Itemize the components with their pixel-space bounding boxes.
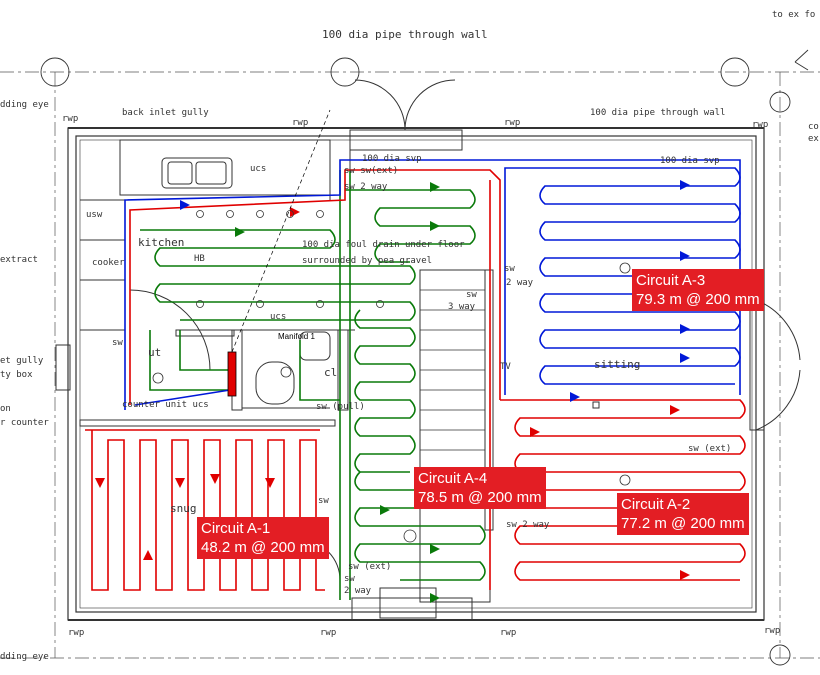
way-mid-label: 2 way [506,278,534,288]
hb-label: HB [194,254,205,264]
foul-drain-label-1: 100 dia foul drain under floor [302,240,465,250]
sw-pull-label: sw (pull) [316,402,365,412]
rwp-label: rwp [500,628,517,638]
return-loops-blue [124,159,741,410]
cl-label: cl [324,366,338,379]
circuit-name: Circuit A-4 [418,470,488,487]
circuit-label-a2: Circuit A-2 77.2 m @ 200 mm [617,493,749,535]
circuit-spec: 78.5 m @ 200 mm [418,489,542,506]
rwp-label: rwp [62,114,79,124]
stair-3way-label: 3 way [448,302,476,312]
ut-label: ut [148,346,162,359]
rwp-label: rwp [292,118,309,128]
rwp-label: rwp [68,628,85,638]
pipe-top-label: 100 dia pipe through wall [322,28,488,41]
rwp-label: rwp [504,118,521,128]
on-label: on [0,404,11,414]
sw-snug-label: sw [318,496,329,506]
fixture-circles [152,210,631,543]
sitting-label: sitting [594,358,641,371]
counter-unit-label: counter unit ucs [122,400,209,410]
ucs-ut-label: ucs [270,312,287,322]
to-ex-label: to ex fo [772,10,816,20]
rwp-label: rwp [752,120,769,130]
inspection-circles [40,49,809,666]
counter-left-label: r counter [0,418,49,428]
sw-2way-bottom-label: sw 2 way [506,520,550,530]
sw-ut-label: sw [112,338,123,348]
back-inlet-gully-label: back inlet gully [122,108,209,118]
stair-treads [420,289,485,471]
pipe-right-label: 100 dia pipe through wall [590,108,726,118]
arrows [95,180,690,603]
manifold [227,109,331,397]
flow-loops-red [85,169,746,591]
circuit-spec: 77.2 m @ 200 mm [621,515,745,532]
gully-label-1: et gully [0,356,44,366]
circuit-spec: 79.3 m @ 200 mm [636,291,760,308]
sw-ext-right-label: sw (ext) [688,444,732,454]
extract-label: extract [0,255,38,265]
gully-label-2: ty box [0,370,33,380]
ex-label: ex [808,134,819,144]
circuit-spec: 48.2 m @ 200 mm [201,539,325,556]
foul-drain-label-2: surrounded by pea gravel [302,256,433,266]
manifold-label: Manifold 1 [278,332,315,341]
sw-2way-top-label: sw 2 way [344,182,388,192]
svp-centre-label: 100 dia svp [362,154,422,164]
tv-label: TV [500,362,511,372]
rodding-eye-bottom-label: dding eye [0,652,49,662]
sw-ext-top-label: sw sw(ext) [344,166,399,176]
stair-sw-label: sw [466,290,477,300]
kitchen-label: kitchen [138,236,185,249]
cooker-label: cooker [92,258,125,268]
sw-ext-bottom-label: sw (ext) [348,562,392,572]
svp-right-label: 100 dia svp [660,156,720,166]
way-bottom-label: 2 way [344,586,372,596]
ucs-kitchen-label: ucs [250,164,267,174]
circuit-name: Circuit A-1 [201,520,271,537]
co-label: co [808,122,819,132]
sw-stair-label: sw [504,264,515,274]
circuit-name: Circuit A-2 [621,496,691,513]
usw-label: usw [86,210,103,220]
circuit-label-a1: Circuit A-1 48.2 m @ 200 mm [197,517,329,559]
rwp-label: rwp [320,628,337,638]
dashed-boundary [0,71,820,659]
rodding-eye-top-label: dding eye [0,100,49,110]
circuit-label-a4: Circuit A-4 78.5 m @ 200 mm [414,467,546,509]
snug-label: snug [170,502,197,515]
rwp-label: rwp [764,626,781,636]
circuit-label-a3: Circuit A-3 79.3 m @ 200 mm [632,269,764,311]
sw-bottom-label: sw [344,574,355,584]
circuit-name: Circuit A-3 [636,272,706,289]
